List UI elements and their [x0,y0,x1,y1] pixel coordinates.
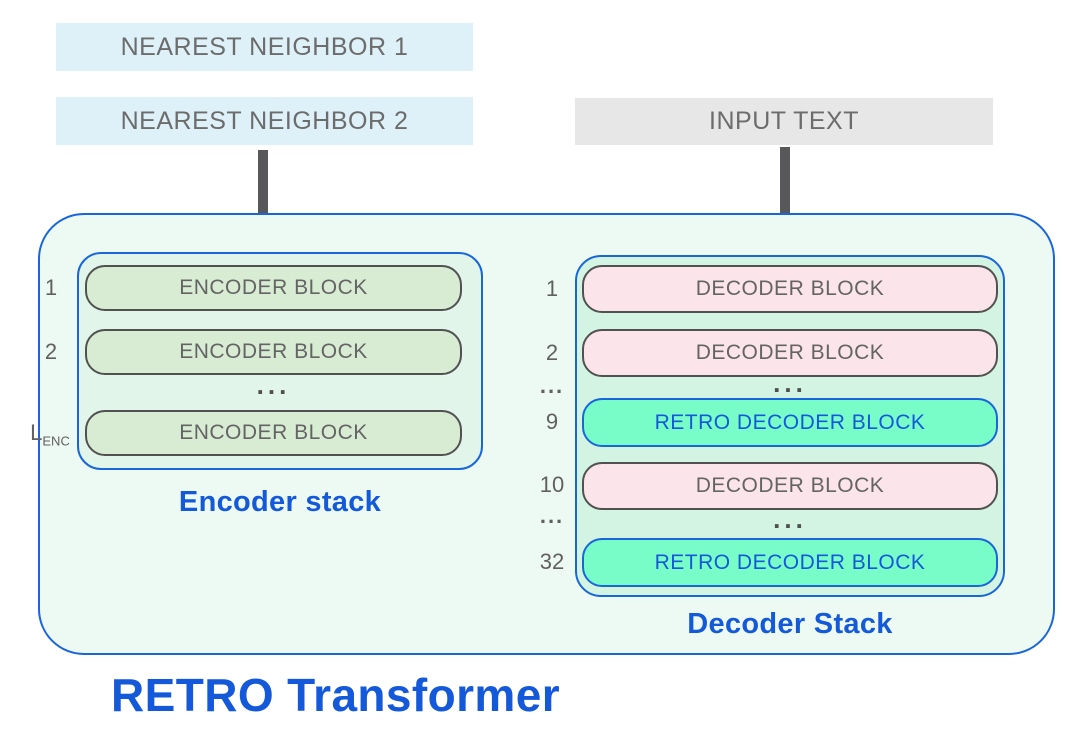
nearest-neighbor-2-box: NEAREST NEIGHBOR 2 [56,97,473,145]
decoder-layer-index-2: 2 [545,340,559,365]
retro-decoder-block-32: RETRO DECODER BLOCK [582,538,998,587]
decoder-stack-caption: Decoder Stack [687,608,893,640]
nearest-neighbor-1-label: NEAREST NEIGHBOR 1 [120,32,409,61]
decoder-ellipsis-1: ... [773,368,807,398]
encoder-ellipsis: ... [256,370,291,400]
decoder-layer-index-9: 9 [545,409,559,434]
encoder-stack-caption: Encoder stack [178,486,382,518]
nearest-neighbor-1-box: NEAREST NEIGHBOR 1 [56,23,473,71]
encoder-layer-index-1: 1 [44,275,58,300]
retro-decoder-block-9: RETRO DECODER BLOCK [582,398,998,447]
encoder-layer-index-2: 2 [44,339,58,364]
decoder-index-ellipsis-1: ... [539,373,565,398]
encoder-block-lenc: ENCODER BLOCK [85,410,462,456]
decoder-index-ellipsis-2: ... [539,503,565,528]
input-text-label: INPUT TEXT [709,107,859,135]
decoder-layer-index-1: 1 [545,276,559,301]
decoder-layer-index-10: 10 [539,472,565,497]
decoder-layer-index-32: 32 [539,549,565,574]
decoder-ellipsis-2: ... [773,504,807,534]
input-text-box: INPUT TEXT [575,98,993,145]
arrow-down-input-shaft [780,147,790,230]
decoder-block-10: DECODER BLOCK [582,462,998,510]
nearest-neighbor-2-label: NEAREST NEIGHBOR 2 [120,106,409,135]
diagram-title: RETRO Transformer [111,669,561,721]
decoder-block-2: DECODER BLOCK [582,329,998,377]
encoder-block-1: ENCODER BLOCK [85,265,462,311]
arrow-down-neighbors-shaft [258,150,268,230]
encoder-layer-index-lenc: LENC [30,420,70,449]
encoder-block-2: ENCODER BLOCK [85,329,462,375]
decoder-block-1: DECODER BLOCK [582,265,998,313]
